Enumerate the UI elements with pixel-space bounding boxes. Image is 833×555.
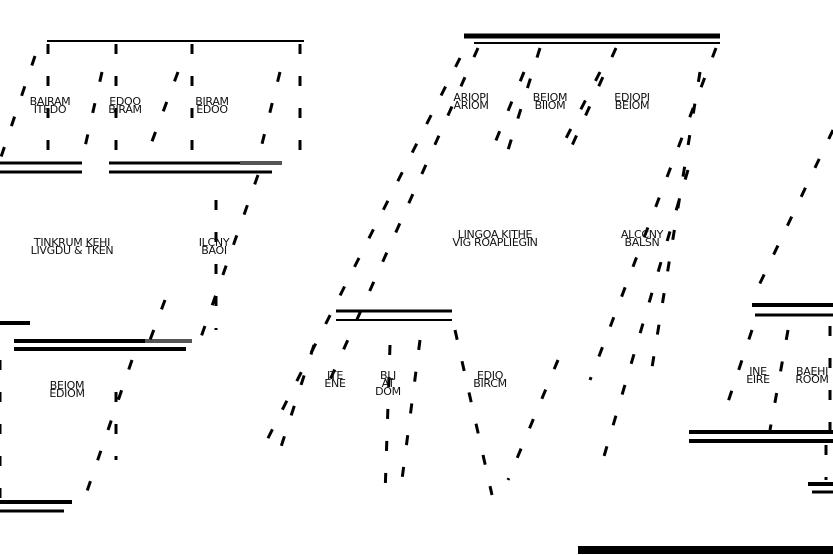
wall bbox=[453, 329, 494, 496]
room-label-center-1: ARIOPI ARIOM bbox=[453, 91, 489, 112]
room-label-center-2: BEIOM BIIOM bbox=[532, 91, 568, 112]
wall bbox=[80, 71, 104, 161]
room-label-left-4: TINKRUM KEHI LIVGDU & TKEN bbox=[30, 236, 114, 257]
wall bbox=[256, 71, 282, 161]
wall bbox=[568, 47, 618, 151]
room-label-center-8: EDIO BIRCM bbox=[473, 369, 507, 390]
room-label-left-6: BEIOM EDIOM bbox=[49, 379, 85, 400]
wall bbox=[588, 47, 718, 381]
wall bbox=[558, 71, 602, 151]
room-label-center-5: ALCCNY BALSN bbox=[620, 228, 664, 249]
wall bbox=[148, 299, 167, 341]
wall bbox=[648, 71, 702, 381]
wall bbox=[198, 174, 260, 341]
room-label-left-3: BIRAM EDOO bbox=[195, 95, 229, 116]
wall bbox=[278, 344, 316, 451]
wall bbox=[82, 359, 134, 501]
wall bbox=[383, 344, 392, 496]
wall bbox=[490, 71, 526, 151]
room-label-left-5: ILCNY BAOI bbox=[198, 236, 230, 257]
wall bbox=[260, 57, 462, 451]
room-label-right-2: BAEHI ROOM bbox=[795, 365, 829, 386]
dashed-walls bbox=[0, 44, 833, 501]
wall-lines bbox=[0, 33, 833, 554]
room-label-center-3: EDIOPI BEIOM bbox=[614, 91, 650, 112]
room-label-center-6: ITE ENE bbox=[324, 369, 346, 390]
room-label-right-1: INE EIRE bbox=[746, 365, 770, 386]
wall bbox=[398, 339, 422, 496]
wall bbox=[768, 329, 790, 431]
wall bbox=[143, 71, 180, 161]
room-label-center-4: LINGOA KITHE VIG ROAPLIEGIN bbox=[452, 228, 538, 249]
wall bbox=[506, 359, 560, 481]
room-label-left-2: EDOO BIRAM bbox=[108, 95, 142, 116]
room-label-left-1: BAIRAM ITEDO bbox=[29, 95, 71, 116]
wall bbox=[598, 169, 690, 471]
room-label-center-7: BLI AT DOM bbox=[375, 369, 401, 398]
wall bbox=[750, 129, 833, 301]
